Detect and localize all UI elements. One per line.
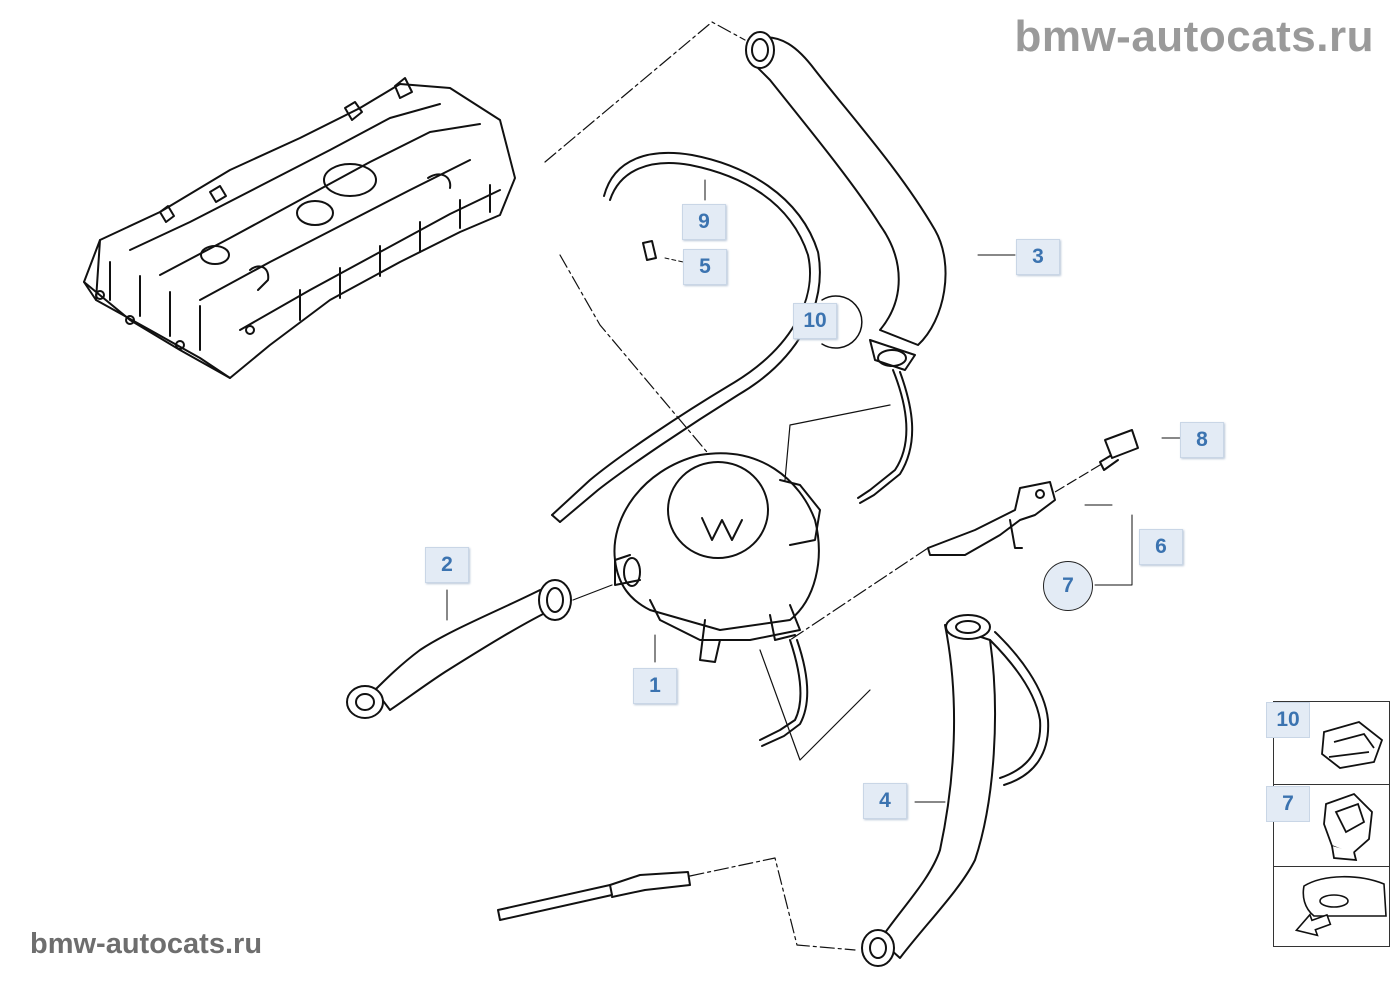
callout-1[interactable]: 1 xyxy=(633,668,677,704)
clamp-icon xyxy=(1323,792,1373,862)
bolt-8[interactable] xyxy=(1099,429,1139,471)
callout-3[interactable]: 3 xyxy=(1016,239,1060,275)
breather-line-9[interactable] xyxy=(551,151,821,523)
callout-6[interactable]: 6 xyxy=(1139,529,1183,565)
callout-7[interactable]: 7 xyxy=(1043,561,1093,611)
vehicle-arrow-icon xyxy=(1294,875,1387,937)
detail-thumbnails: 10 7 xyxy=(1266,701,1390,947)
watermark-top: bmw-autocats.ru xyxy=(1014,12,1374,61)
callout-4[interactable]: 4 xyxy=(863,783,907,819)
hose-4[interactable] xyxy=(861,614,1050,967)
thumbnail-label-10: 10 xyxy=(1266,702,1310,738)
thumbnail-label-7: 7 xyxy=(1266,786,1310,822)
thumbnail-clip[interactable]: 10 xyxy=(1266,702,1389,785)
breather-hose-3[interactable] xyxy=(745,31,947,504)
thumbnail-clamp[interactable]: 7 xyxy=(1266,784,1389,867)
callout-9[interactable]: 9 xyxy=(682,204,726,240)
hose-2[interactable] xyxy=(346,579,613,719)
bracket-6[interactable] xyxy=(927,481,1056,556)
dipstick[interactable] xyxy=(497,857,856,951)
callout-8[interactable]: 8 xyxy=(1180,422,1224,458)
valve-cover[interactable] xyxy=(83,77,516,379)
thumbnail-vehicle[interactable] xyxy=(1274,866,1389,946)
callout-5[interactable]: 5 xyxy=(683,249,727,285)
callout-2[interactable]: 2 xyxy=(425,547,469,583)
oil-separator[interactable] xyxy=(613,452,821,747)
callout-10[interactable]: 10 xyxy=(793,303,837,339)
clip-icon xyxy=(1321,721,1384,769)
watermark-bottom: bmw-autocats.ru xyxy=(30,928,263,960)
